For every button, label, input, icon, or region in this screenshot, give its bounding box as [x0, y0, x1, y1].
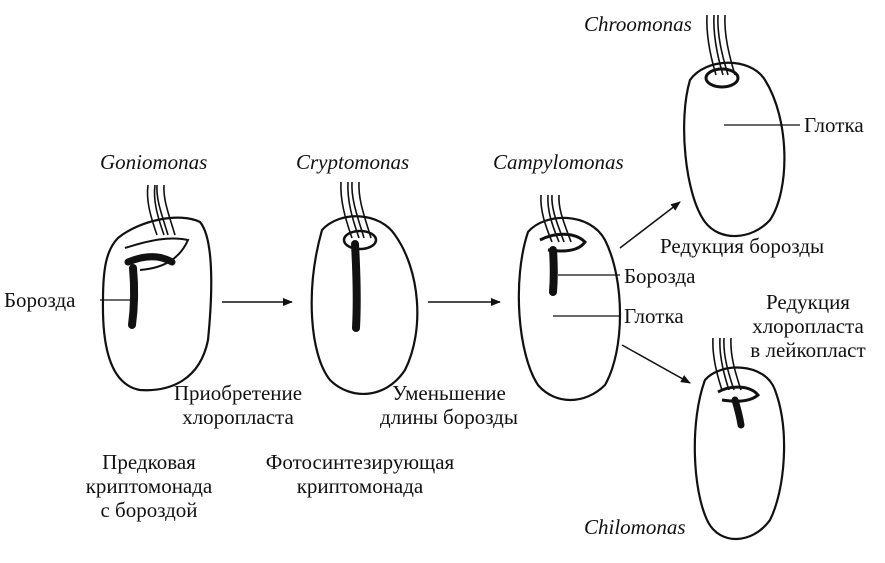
caption-ancestral-cryptomonad: Предковая криптомонада с бороздой [58, 450, 240, 522]
label-goniomonas: Goniomonas [100, 150, 207, 174]
label-gullet-mid: Глотка [624, 304, 684, 328]
label-transition-furrow-length: Уменьшение длины борозды [366, 381, 532, 429]
label-chilomonas: Chilomonas [584, 515, 686, 539]
cryptomonas-cell [312, 182, 418, 394]
transition-leucoplast-line3: в лейкопласт [732, 338, 884, 362]
label-furrow-left: Борозда [4, 288, 75, 312]
campylomonas-cell [519, 195, 620, 400]
goniomonas-cell [103, 185, 211, 390]
label-transition-chloroplast: Приобретение хлоропласта [166, 381, 310, 429]
caption-photo-line2: криптомонада [250, 474, 470, 498]
transition-leucoplast-line2: хлоропласта [732, 314, 884, 338]
label-transition-leucoplast: Редукция хлоропласта в лейкопласт [732, 290, 884, 362]
caption-ancestral-line3: с бороздой [58, 498, 240, 522]
label-gullet-top: Глотка [804, 113, 864, 137]
caption-ancestral-line2: криптомонада [58, 474, 240, 498]
label-cryptomonas: Cryptomonas [296, 150, 409, 174]
transition-leucoplast-line1: Редукция [732, 290, 884, 314]
transition-furrow-line2: длины борозды [366, 405, 532, 429]
arrow-to-chilomonas [622, 345, 690, 383]
transition-chloroplast-line2: хлоропласта [166, 405, 310, 429]
caption-photosynthetic-cryptomonad: Фотосинтезирующая криптомонада [250, 450, 470, 498]
caption-ancestral-line1: Предковая [58, 450, 240, 474]
label-transition-furrow-reduction: Редукция борозды [660, 234, 824, 258]
caption-photo-line1: Фотосинтезирующая [250, 450, 470, 474]
chilomonas-cell [695, 338, 784, 539]
transition-chloroplast-line1: Приобретение [166, 381, 310, 405]
label-chroomonas: Chroomonas [584, 12, 692, 36]
label-furrow-mid: Борозда [624, 264, 695, 288]
transition-furrow-line1: Уменьшение [366, 381, 532, 405]
label-campylomonas: Campylomonas [493, 150, 624, 174]
